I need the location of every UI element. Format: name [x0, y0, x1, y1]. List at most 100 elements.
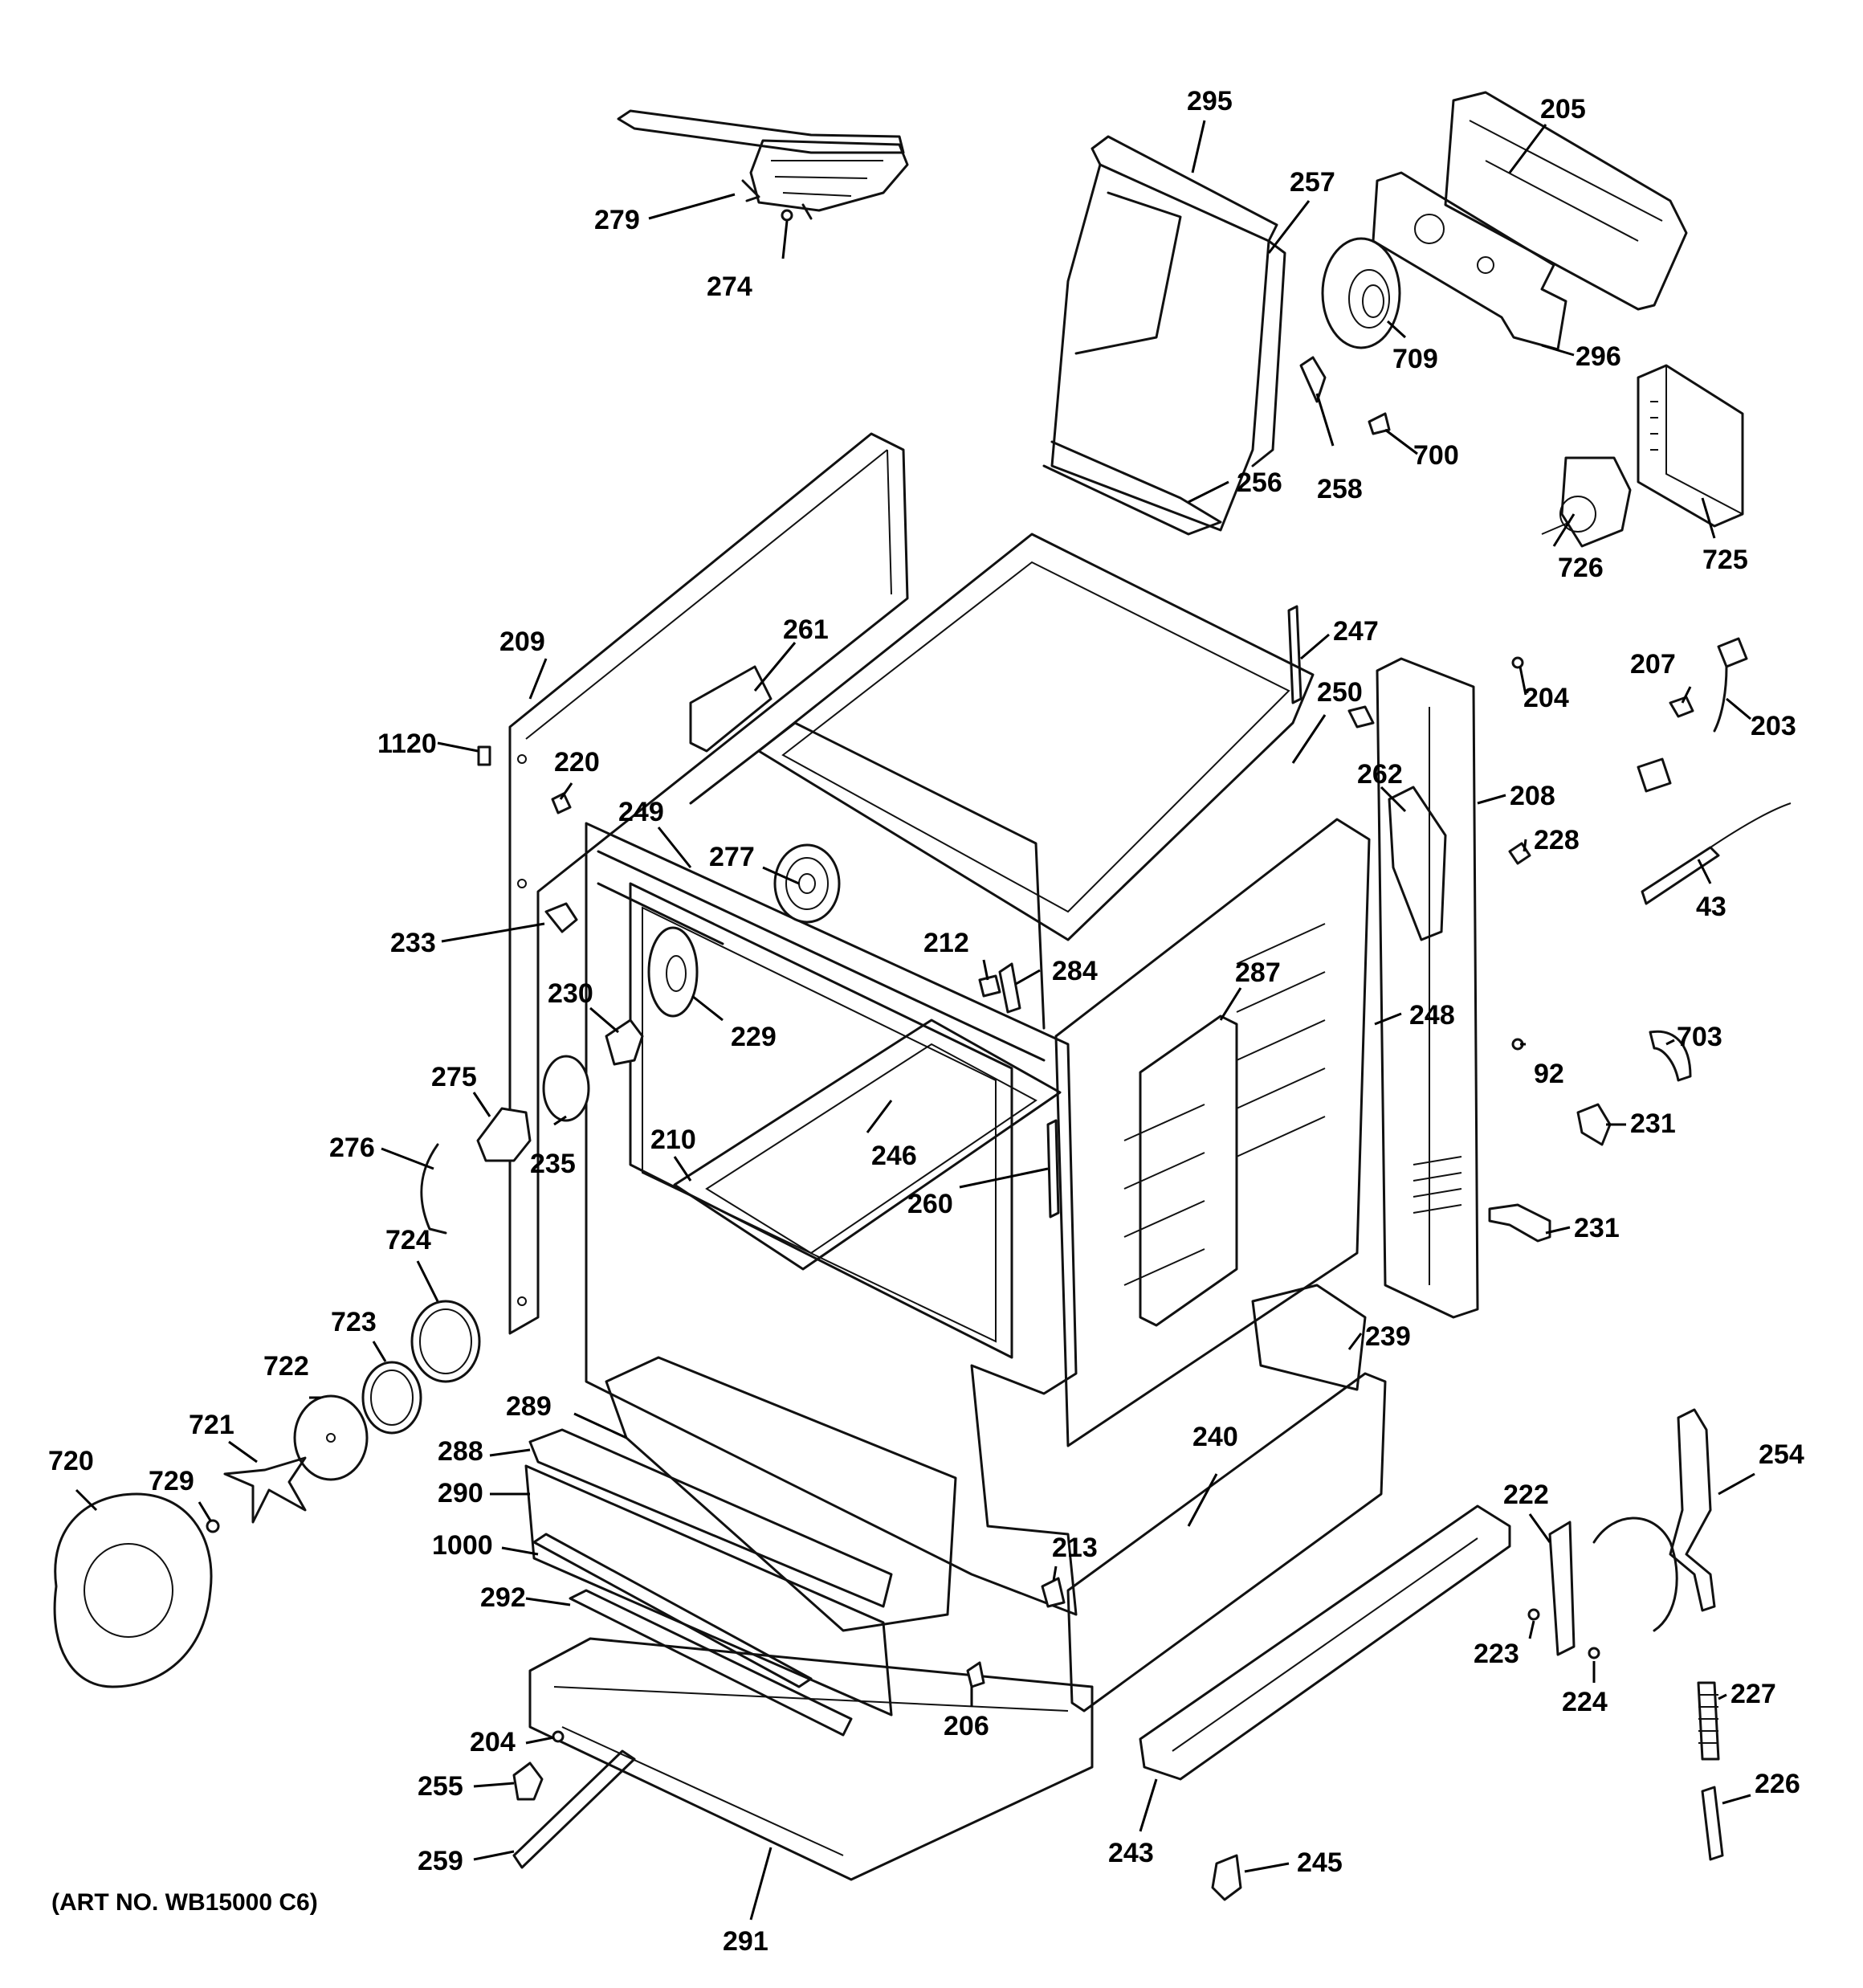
- label-257: 257: [1290, 167, 1335, 198]
- oven-front-frame: [585, 822, 1078, 1616]
- label-43: 43: [1696, 892, 1726, 922]
- frame-240: [1066, 1372, 1387, 1712]
- back-plate-296: [1372, 171, 1567, 351]
- label-726: 726: [1558, 553, 1604, 583]
- panel-290: [524, 1464, 893, 1717]
- box-725: [1637, 364, 1744, 528]
- label-212: 212: [923, 928, 969, 958]
- label-208: 208: [1510, 781, 1555, 811]
- screw-274: [781, 209, 793, 222]
- cord-203: [1637, 637, 1748, 793]
- clip-258: [1299, 356, 1327, 403]
- hinge-arm: [1592, 1517, 1678, 1632]
- label-290: 290: [438, 1478, 483, 1508]
- screw-204-upper: [1511, 656, 1524, 669]
- label-228: 228: [1534, 825, 1580, 855]
- strip-260: [1046, 1119, 1060, 1219]
- clip-228: [1508, 842, 1531, 865]
- label-245: 245: [1297, 1847, 1343, 1878]
- fitting-212: [978, 974, 1001, 998]
- label-722: 722: [263, 1351, 309, 1382]
- knob-255: [512, 1761, 544, 1801]
- fan-baffle-723: [361, 1361, 422, 1435]
- fan-cover-724: [410, 1300, 481, 1383]
- label-247: 247: [1333, 616, 1379, 647]
- label-1120: 1120: [377, 729, 437, 759]
- side-panel-287: [1139, 1014, 1238, 1327]
- rail-259: [512, 1749, 636, 1869]
- leveling-rail-243: [1139, 1504, 1511, 1781]
- label-224: 224: [1562, 1687, 1608, 1717]
- label-262: 262: [1357, 759, 1403, 790]
- gasket-1000: [532, 1533, 813, 1688]
- label-720: 720: [48, 1446, 94, 1476]
- label-213: 213: [1052, 1533, 1098, 1563]
- liner-289: [605, 1356, 957, 1632]
- link-226: [1701, 1786, 1724, 1861]
- label-248: 248: [1409, 1000, 1455, 1031]
- label-259: 259: [418, 1846, 463, 1876]
- label-243: 243: [1108, 1838, 1154, 1868]
- fitting-233: [544, 902, 578, 933]
- gasket-229: [647, 926, 699, 1018]
- label-721: 721: [189, 1410, 234, 1440]
- label-296: 296: [1576, 341, 1621, 372]
- label-729: 729: [149, 1466, 194, 1496]
- screw-204-lower: [552, 1730, 565, 1743]
- label-222: 222: [1503, 1480, 1549, 1510]
- label-724: 724: [385, 1225, 431, 1255]
- label-703: 703: [1677, 1022, 1722, 1052]
- oven-floor-246: [673, 1018, 1062, 1271]
- screw-206: [966, 1661, 985, 1688]
- sensor-43: [1641, 802, 1792, 905]
- label-209: 209: [499, 627, 545, 657]
- clip-250: [1347, 705, 1375, 729]
- label-725: 725: [1702, 545, 1748, 575]
- label-700: 700: [1413, 440, 1459, 471]
- frame-239: [1251, 1284, 1367, 1391]
- fitting-1120: [477, 745, 491, 766]
- rod-247: [1287, 605, 1302, 704]
- side-panel-209: [508, 432, 909, 1335]
- label-291: 291: [723, 1926, 768, 1957]
- label-295: 295: [1187, 86, 1233, 116]
- label-279: 279: [594, 205, 640, 235]
- fan-motor-726: [1541, 456, 1632, 548]
- lamp-cover-275: [476, 1107, 532, 1162]
- label-231-upper: 231: [1630, 1108, 1676, 1139]
- leveling-leg-245: [1211, 1854, 1242, 1901]
- label-276: 276: [329, 1133, 375, 1163]
- hinge-222: [1548, 1521, 1576, 1656]
- screw-224: [1588, 1647, 1600, 1659]
- label-254: 254: [1759, 1439, 1804, 1470]
- label-207: 207: [1630, 649, 1676, 680]
- insulation-262: [1388, 786, 1447, 941]
- label-210: 210: [650, 1125, 696, 1155]
- fan-ring-709: [1321, 237, 1401, 349]
- hinge-bracket-254: [1669, 1408, 1716, 1612]
- fitting-284: [998, 962, 1021, 1014]
- label-229: 229: [731, 1022, 777, 1052]
- clip-207: [1669, 696, 1694, 718]
- label-275: 275: [431, 1062, 477, 1092]
- label-205: 205: [1540, 94, 1586, 125]
- label-292: 292: [480, 1582, 526, 1613]
- label-239: 239: [1365, 1321, 1411, 1352]
- bracket-703: [1649, 1030, 1692, 1082]
- label-230: 230: [548, 978, 593, 1009]
- label-258: 258: [1317, 474, 1363, 504]
- label-203: 203: [1751, 711, 1796, 741]
- part-labels: 295 205 257 279 274 709 296 258 700 256 …: [48, 86, 1804, 1957]
- art-number-caption: (ART NO. WB15000 C6): [51, 1889, 318, 1916]
- rail-292: [569, 1589, 853, 1737]
- label-723: 723: [331, 1307, 377, 1337]
- oven-side-wall: [1054, 818, 1371, 1447]
- bracket-231-lower: [1488, 1203, 1551, 1243]
- oven-rear-wall: [689, 721, 1046, 1030]
- label-227: 227: [1731, 1679, 1776, 1709]
- screw-223: [1527, 1608, 1540, 1621]
- label-284: 284: [1052, 956, 1098, 986]
- mounting-bracket-205: [1444, 91, 1688, 311]
- label-246: 246: [871, 1141, 917, 1171]
